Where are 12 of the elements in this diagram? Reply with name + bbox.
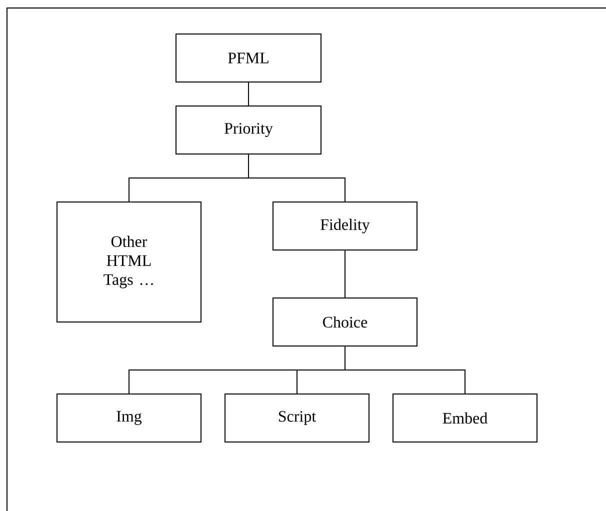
box: Choice — [272, 298, 418, 346]
box: PFML — [176, 34, 322, 82]
connector — [344, 250, 346, 298]
connector — [248, 82, 249, 106]
box: Script — [224, 394, 370, 442]
box: Priority — [176, 106, 322, 154]
box: Img — [56, 394, 202, 442]
connector — [344, 346, 466, 394]
box: Embed — [392, 394, 538, 442]
box: Fidelity — [272, 202, 418, 250]
connector — [248, 154, 346, 202]
box: Other HTML Tags … — [56, 202, 202, 322]
